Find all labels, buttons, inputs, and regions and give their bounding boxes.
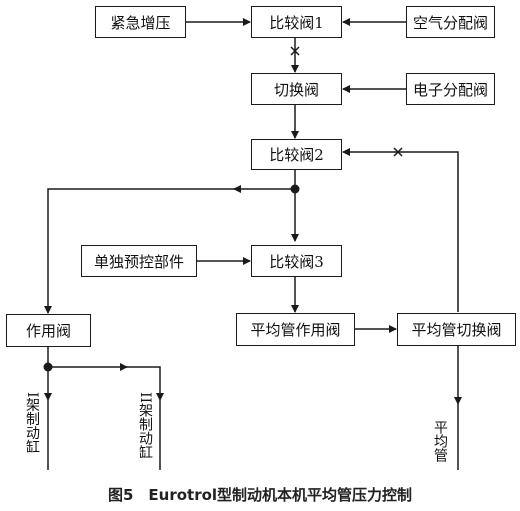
bogie-1-cylinder-label: I架制动缸 [24,392,40,454]
compare-valve-3-box: 比较阀3 [251,245,342,277]
edge-junction-to-relay [44,188,236,314]
equalizing-relay-valve-box: 平均管作用阀 [236,313,355,346]
cut-mark-2 [393,147,403,157]
standalone-precontrol-box: 单独预控部件 [81,245,197,277]
bogie-2-cylinder-label: II架制动缸 [137,392,153,460]
electronic-distribution-valve-box: 电子分配阀 [406,73,495,105]
edge-eqswitch-to-cv2 [342,148,459,312]
emergency-boost-box: 紧急增压 [95,6,186,38]
edge-relay-to-bogie2 [125,366,164,401]
junction-dot-2 [43,362,53,372]
equalizing-pipe-label: 平均管 [432,420,448,462]
compare-valve-2-box: 比较阀2 [251,139,342,170]
figure-caption: 图5 Eurotrol型制动机本机平均管压力控制 [107,486,413,504]
compare-valve-1-box: 比较阀1 [251,6,342,38]
cut-mark-1 [290,46,300,56]
relay-valve-box: 作用阀 [6,314,91,347]
equalizing-switch-valve-box: 平均管切换阀 [397,313,516,346]
air-distribution-valve-box: 空气分配阀 [406,6,495,38]
junction-dot-1 [290,184,300,194]
switch-valve-box: 切换阀 [251,73,342,105]
